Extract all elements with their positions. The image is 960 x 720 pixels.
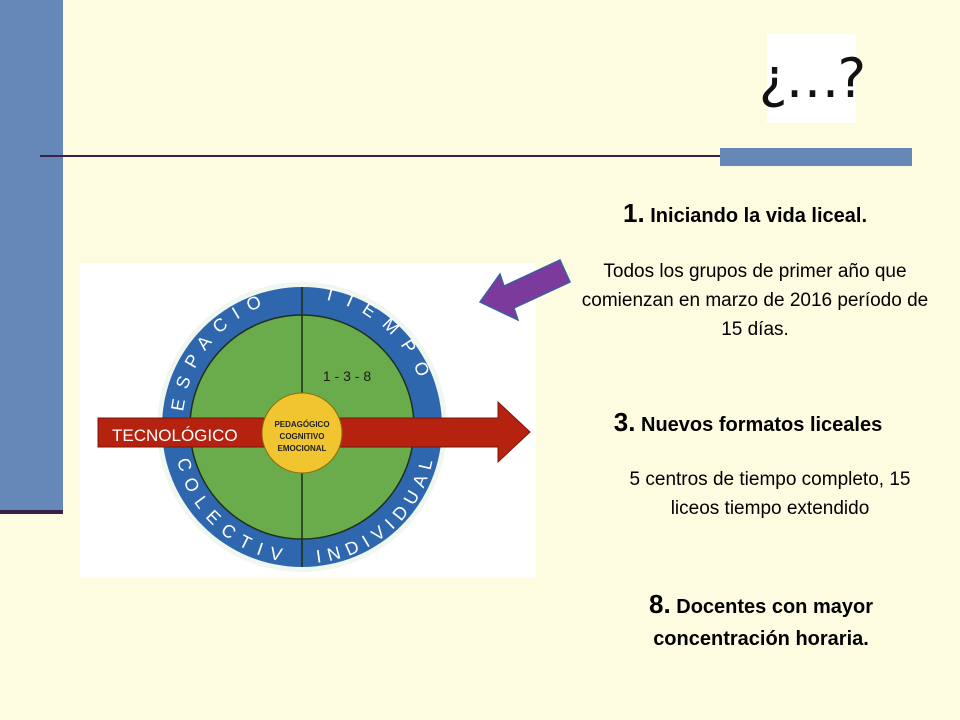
- item-3-title: Nuevos formatos liceales: [641, 414, 883, 436]
- center-line-2: COGNITIVO: [280, 432, 325, 441]
- center-line-1: PEDAGÓGICO: [274, 420, 329, 429]
- header-divider-accent: [720, 148, 912, 166]
- item-1: 1. Iniciando la vida liceal.: [580, 198, 910, 229]
- item-3-description: 5 centros de tiempo completo, 15 liceos …: [629, 469, 911, 519]
- item-8-heading: 8. Docentes con mayor concentración hora…: [596, 588, 926, 655]
- item-8-title: Docentes con mayor: [676, 596, 873, 618]
- pointer-arrow-shape: [478, 259, 571, 322]
- item-8-number: 8.: [649, 589, 671, 619]
- item-3: 3. Nuevos formatos liceales: [568, 407, 928, 438]
- pedagogical-diagram: ESPACIO TIEMPO COLECTIVO INDIVIDUAL TECN…: [80, 263, 536, 578]
- left-accent-bar: [0, 0, 63, 510]
- item-8: 8. Docentes con mayor concentración hora…: [596, 588, 926, 655]
- item-1-heading: 1. Iniciando la vida liceal.: [580, 198, 910, 229]
- pointer-arrow: [478, 259, 571, 322]
- left-accent-underline: [0, 510, 63, 514]
- center-core: [261, 392, 343, 474]
- item-1-number: 1.: [623, 198, 645, 228]
- item-1-title: Iniciando la vida liceal.: [650, 205, 867, 227]
- quadrant-numbers: 1 - 3 - 8: [323, 368, 371, 384]
- question-mark-image: ¿…?: [759, 34, 866, 123]
- item-3-heading: 3. Nuevos formatos liceales: [568, 407, 928, 438]
- question-mark-text: ¿…?: [758, 47, 866, 110]
- center-line-3: EMOCIONAL: [278, 444, 327, 453]
- item-1-description: Todos los grupos de primer año que comie…: [581, 261, 929, 340]
- item-3-number: 3.: [613, 407, 636, 437]
- item-8-title-line2: concentración horaria.: [653, 628, 869, 650]
- header-divider: [40, 155, 912, 157]
- arrow-label: TECNOLÓGICO: [112, 426, 238, 445]
